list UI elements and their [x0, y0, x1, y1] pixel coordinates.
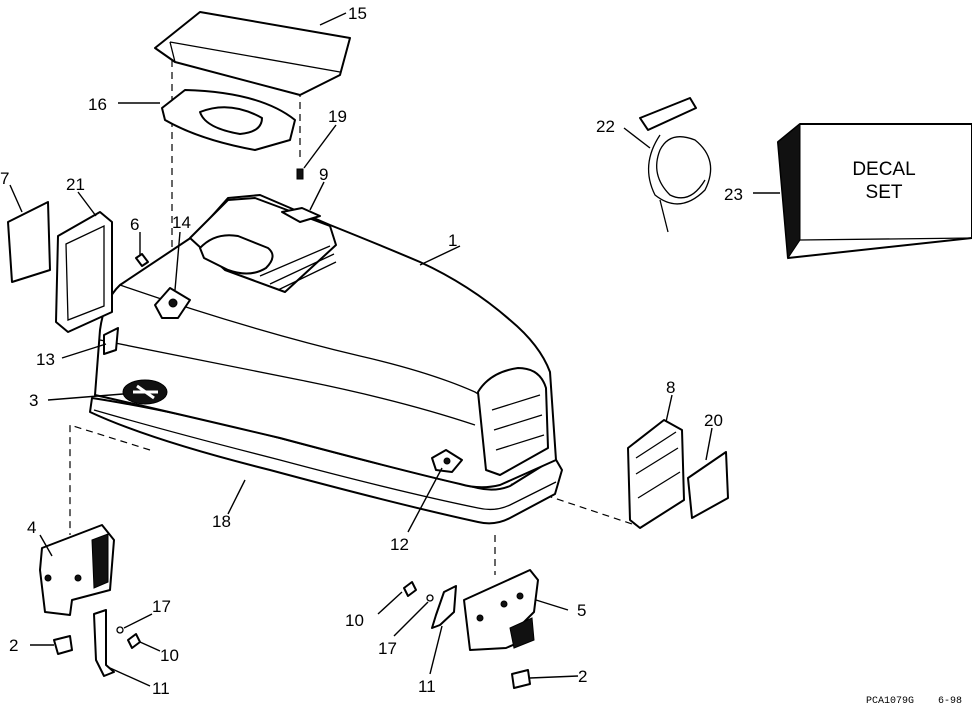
lid-screw [296, 168, 304, 180]
label-16: 16 [88, 95, 107, 114]
label-10-left: 10 [160, 646, 179, 665]
label-20: 20 [704, 411, 723, 430]
label-plate [154, 287, 191, 319]
label-2-left: 2 [9, 636, 18, 655]
side-grille [55, 211, 113, 333]
latch-hook-left [93, 609, 115, 677]
label-18: 18 [212, 512, 231, 531]
label-22: 22 [596, 117, 615, 136]
grommet-right [511, 669, 531, 689]
leader-lines [9, 12, 780, 687]
label-3: 3 [29, 391, 38, 410]
grommet-left [53, 635, 73, 655]
label-2-right: 2 [578, 667, 587, 686]
rear-bracket [431, 449, 463, 473]
label-13: 13 [36, 350, 55, 369]
label-23: 23 [724, 185, 743, 204]
label-9: 9 [319, 165, 328, 184]
lid-gasket [161, 89, 296, 151]
label-6: 6 [130, 215, 139, 234]
top-lid [154, 11, 351, 96]
label-11-left: 11 [152, 679, 170, 698]
label-1: 1 [448, 231, 457, 250]
left-mount-bracket [39, 524, 115, 616]
label-15: 15 [348, 4, 367, 23]
decal-line-1: DECAL [852, 159, 915, 180]
label-21: 21 [66, 175, 85, 194]
decal-line-2: SET [866, 182, 903, 203]
rear-decal [687, 451, 729, 519]
label-12: 12 [390, 535, 409, 554]
label-4: 4 [27, 518, 36, 537]
label-7: 7 [0, 169, 9, 188]
right-mount-bracket [463, 569, 539, 651]
label-19: 19 [328, 107, 347, 126]
rear-grille [627, 419, 685, 529]
label-10-right: 10 [345, 611, 364, 630]
decal-set-box: DECAL SET [777, 122, 972, 260]
coiled-cable [639, 97, 712, 233]
callout-labels: 1 2 2 3 4 5 6 7 8 9 10 10 11 11 12 13 14… [0, 4, 743, 698]
label-17-right: 17 [378, 639, 397, 658]
emblem-badge [122, 379, 168, 405]
side-decal [7, 201, 51, 283]
screw-set-left [116, 626, 141, 649]
screw-set-right [403, 581, 434, 602]
label-11-right: 11 [418, 677, 436, 696]
footer-date: 6-98 [938, 696, 962, 705]
engine-cover [89, 194, 563, 525]
small-screw [135, 253, 149, 267]
label-5: 5 [577, 601, 586, 620]
assembly-guide-lines [69, 60, 636, 575]
latch-hook-right [431, 585, 457, 629]
footer-code: PCA1079G [866, 696, 914, 705]
label-17-left: 17 [152, 597, 171, 616]
label-8: 8 [666, 378, 675, 397]
label-14: 14 [172, 213, 191, 232]
